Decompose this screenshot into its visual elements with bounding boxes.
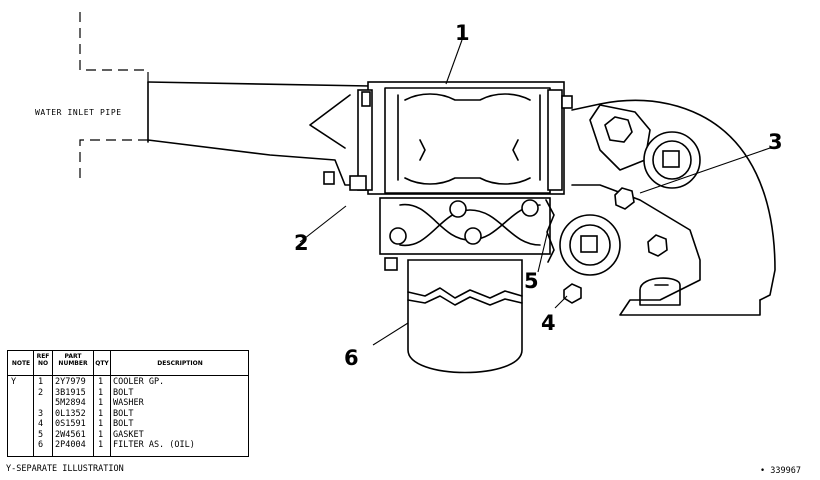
qty-cell: 1 [98, 377, 104, 387]
parts-list-table: NOTE REF NO PART NUMBER QTY DESCRIPTION … [7, 350, 249, 457]
ref-cell: 3 [38, 408, 44, 419]
pipe-flange [147, 81, 351, 149]
qty-cell: 1 [98, 419, 104, 429]
image-id: • 339967 [760, 466, 801, 476]
callout-5: 5 [524, 269, 539, 293]
column-divider [52, 351, 53, 456]
pipe-outline-dashed [79, 12, 149, 180]
table-header: NOTE REF NO PART NUMBER QTY DESCRIPTION [8, 351, 248, 376]
desc-cell: WASHER [113, 398, 144, 408]
callout-4: 4 [541, 311, 556, 335]
note-cell: Y [11, 377, 17, 387]
column-divider [33, 351, 34, 456]
ref-cell: 5 [38, 429, 44, 440]
header-note: NOTE [11, 360, 31, 367]
column-divider [93, 351, 94, 456]
table-row: 5M2894 1 WASHER [8, 398, 248, 409]
table-row: 3 0L1352 1 BOLT [8, 409, 248, 420]
qty-cell: 1 [98, 408, 104, 419]
callout-6: 6 [344, 346, 359, 370]
table-row: Y 1 2Y7979 1 COOLER GP. [8, 377, 248, 388]
desc-cell: GASKET [113, 429, 144, 440]
callout-2: 2 [294, 231, 309, 255]
desc-cell: BOLT [113, 408, 134, 419]
ref-cell: 1 [38, 377, 44, 387]
water-inlet-pipe-label: WATER INLET PIPE [35, 108, 122, 117]
ref-cell: 2 [38, 387, 44, 398]
adapter-block [379, 197, 551, 271]
qty-cell: 1 [98, 387, 104, 398]
header-ref-no: REF NO [36, 353, 50, 367]
qty-cell: 1 [98, 398, 104, 408]
table-row: 5 2W4561 1 GASKET [8, 430, 248, 441]
desc-cell: FILTER AS. (OIL) [113, 440, 195, 450]
ref-cell: 6 [38, 440, 44, 450]
cooler-group [323, 81, 573, 195]
part-cell: 2Y7979 [55, 377, 86, 387]
oil-filter [407, 259, 523, 374]
table-row: 2 3B1915 1 BOLT [8, 388, 248, 399]
qty-cell: 1 [98, 440, 104, 450]
water-inlet-pipe [147, 81, 371, 186]
part-cell: 2W4561 [55, 429, 86, 440]
column-divider [110, 351, 111, 456]
table-row: 6 2P4004 1 FILTER AS. (OIL) [8, 440, 248, 451]
part-cell: 2P4004 [55, 440, 86, 450]
desc-cell: BOLT [113, 419, 134, 429]
desc-cell: BOLT [113, 387, 134, 398]
housing-right [559, 99, 776, 316]
table-row: 4 0S1591 1 BOLT [8, 419, 248, 430]
header-description: DESCRIPTION [157, 360, 203, 367]
footnote: Y-SEPARATE ILLUSTRATION [6, 464, 124, 474]
part-cell: 0L1352 [55, 408, 86, 419]
part-cell: 3B1915 [55, 387, 86, 398]
header-part-number: PART NUMBER [58, 353, 88, 367]
leader-lines [299, 39, 771, 346]
desc-cell: COOLER GP. [113, 377, 165, 387]
part-cell: 0S1591 [55, 419, 86, 429]
qty-cell: 1 [98, 429, 104, 440]
header-qty: QTY [95, 360, 109, 367]
callout-3: 3 [768, 130, 783, 154]
callout-1: 1 [455, 21, 470, 45]
part-cell: 5M2894 [55, 398, 86, 408]
ref-cell: 4 [38, 419, 44, 429]
